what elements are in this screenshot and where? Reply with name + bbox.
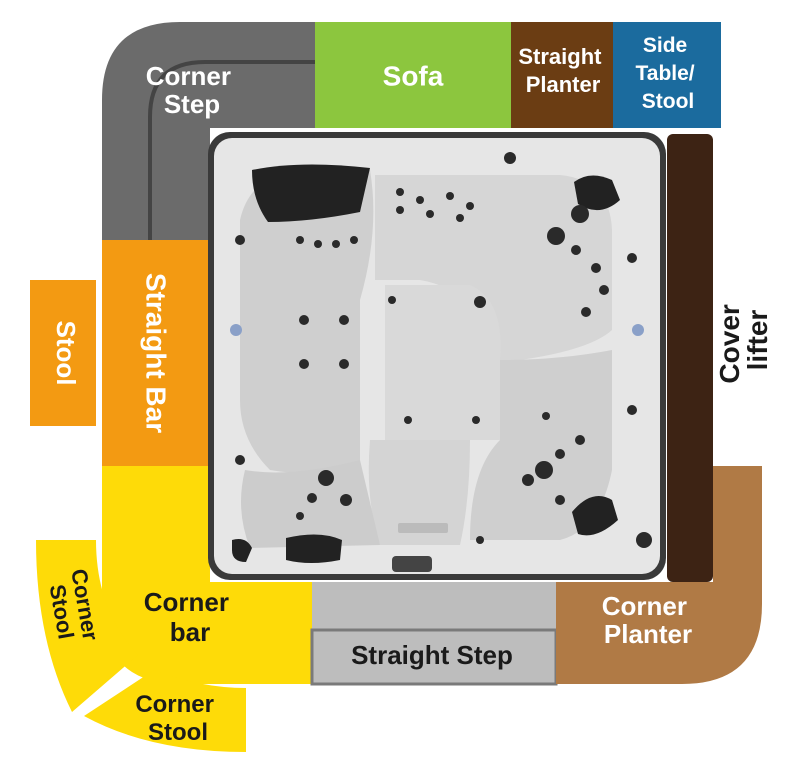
- corner-planter-block: [556, 466, 762, 684]
- corner-bar-label: Corner bar: [144, 587, 236, 647]
- corner-step-block: [102, 22, 315, 240]
- straight-step-label: Straight Step: [351, 640, 513, 670]
- sofa-block: [315, 22, 511, 128]
- straight-planter-block: [511, 22, 613, 128]
- corner-step-label: Corner Step: [146, 61, 238, 119]
- straight-step-lower: [310, 628, 558, 686]
- straight-planter-label: Straight Planter: [518, 44, 607, 97]
- straight-step-upper: [312, 582, 556, 630]
- side-table-block: [613, 22, 721, 128]
- corner-bar-block: [102, 466, 312, 684]
- stool-label: Stool: [51, 321, 81, 386]
- straight-bar-block: [102, 240, 210, 466]
- corner-step-tread-line: [148, 60, 315, 240]
- stool-block: [30, 280, 96, 426]
- corner-stool-left-block: [36, 540, 138, 712]
- cover-lifter-block: [667, 134, 713, 582]
- side-table-label: Side Table/ Stool: [636, 34, 701, 113]
- sofa-label: Sofa: [383, 60, 444, 91]
- cover-lifter-label: Cover lifter: [714, 296, 773, 383]
- corner-planter-label: Corner Planter: [602, 591, 694, 649]
- spa-tub: [208, 132, 666, 580]
- corner-stool-bottom-label: Corner Stool: [135, 691, 220, 746]
- corner-stool-bottom-block: [84, 670, 246, 752]
- straight-bar-label: Straight Bar: [141, 273, 172, 433]
